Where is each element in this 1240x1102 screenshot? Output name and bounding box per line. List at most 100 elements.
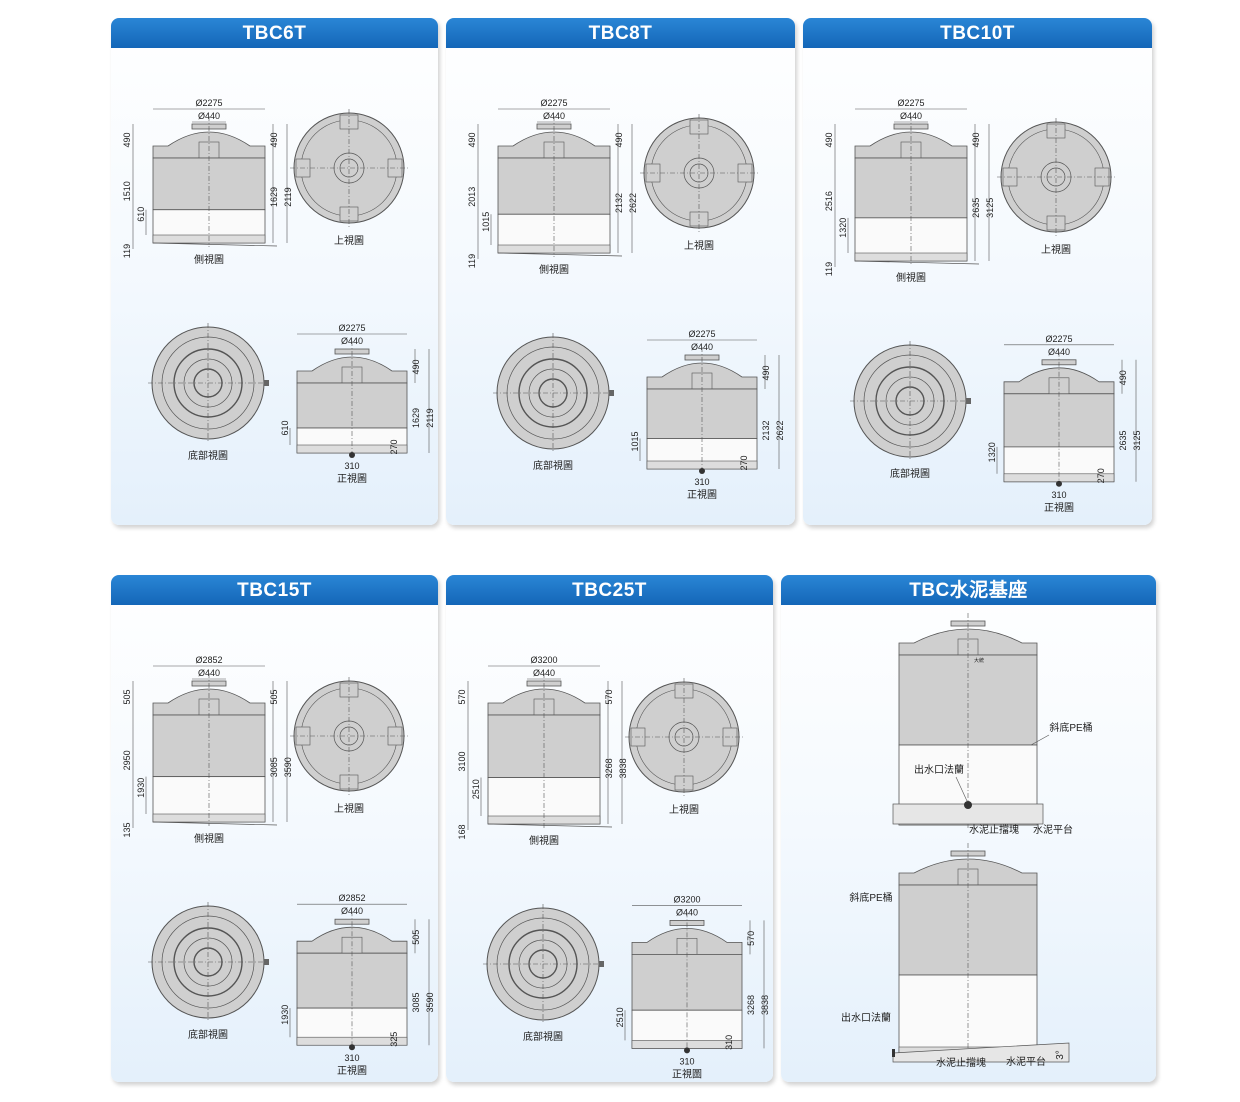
dimension-label: 1510 — [122, 181, 132, 201]
dimension-label: 325 — [389, 1032, 399, 1047]
bottom-view-caption: 底部視圖 — [188, 1028, 228, 1041]
front-view-caption: 正視圖 — [337, 1064, 367, 1077]
front-view-caption: 正視圖 — [337, 472, 367, 485]
side-view-caption: 側視圖 — [194, 832, 224, 845]
pe-tank-label: 斜底PE桶 — [849, 891, 892, 904]
dimension-label: Ø3200 — [673, 894, 700, 904]
outlet-flange-icon — [964, 801, 972, 809]
dimension-label: 610 — [280, 420, 290, 435]
slope-angle-label: 3° — [1055, 1050, 1066, 1060]
bottom-view-caption: 底部視圖 — [188, 449, 228, 462]
dimension-label: 3268 — [746, 995, 756, 1015]
dimension-label: 3125 — [1132, 430, 1142, 450]
dimension-label: 2510 — [471, 779, 481, 799]
top-view-caption: 上視圖 — [1041, 243, 1071, 256]
dimension-label: 3838 — [760, 995, 770, 1015]
dimension-label: 310 — [344, 461, 359, 471]
dimension-label: 270 — [389, 439, 399, 454]
dimension-label: 505 — [411, 930, 421, 945]
dimension-label: 2516 — [824, 191, 834, 211]
outlet-icon — [609, 390, 614, 396]
pe-tank-label: 斜底PE桶 — [1049, 721, 1092, 734]
panel-title: TBC水泥基座 — [781, 575, 1156, 605]
dimension-label: Ø3200 — [530, 655, 557, 665]
outlet-icon — [1056, 480, 1062, 487]
outlet-icon — [599, 961, 604, 967]
dimension-label: 490 — [1118, 370, 1128, 385]
leader-line — [955, 776, 968, 802]
dimension-label: 3085 — [269, 757, 279, 777]
bottom-view-caption: 底部視圖 — [533, 459, 573, 472]
panel-cement-base: TBC水泥基座大統斜底PE桶出水口法蘭水泥止擋塊水泥平台斜底PE桶出水口法蘭水泥… — [781, 575, 1156, 1082]
dimension-label: Ø2275 — [688, 329, 715, 339]
dimension-label: 610 — [136, 207, 146, 222]
dimension-label: 2635 — [971, 198, 981, 218]
outlet-icon — [264, 959, 269, 965]
dimension-label: 3590 — [425, 992, 435, 1012]
dimension-label: 119 — [467, 254, 477, 268]
dimension-label: 3125 — [985, 198, 995, 218]
front-view-caption: 正視圖 — [672, 1067, 702, 1080]
panel-title: TBC6T — [111, 18, 438, 48]
top-view-caption: 上視圖 — [334, 234, 364, 247]
top-view-caption: 上視圖 — [334, 802, 364, 815]
dimension-label: 3590 — [283, 757, 293, 777]
top-view-caption: 上視圖 — [669, 803, 699, 816]
dimension-label: Ø2275 — [897, 98, 924, 108]
dimension-label: 1930 — [280, 1005, 290, 1025]
dimension-label: 2119 — [425, 408, 435, 427]
panel-title: TBC10T — [803, 18, 1152, 48]
dimension-label: 119 — [824, 262, 834, 276]
dimension-label: 1320 — [838, 218, 848, 238]
panel-title: TBC25T — [446, 575, 773, 605]
dimension-label: 135 — [122, 822, 132, 837]
dimension-label: Ø2852 — [195, 655, 222, 665]
panel-title: TBC8T — [446, 18, 795, 48]
side-view-caption: 側視圖 — [539, 263, 569, 276]
sloped-base — [487, 823, 613, 828]
outlet-icon — [349, 452, 355, 458]
dimension-label: 270 — [1096, 468, 1106, 483]
dimension-label: 2635 — [1118, 430, 1128, 450]
panel-title: TBC15T — [111, 575, 438, 605]
side-view-caption: 側視圖 — [529, 834, 559, 847]
front-view-caption: 正視圖 — [1044, 501, 1074, 514]
dimension-label: 505 — [122, 689, 132, 704]
side-view-caption: 側視圖 — [896, 271, 926, 284]
dimension-label: 1015 — [481, 212, 491, 232]
dimension-label: 1930 — [136, 778, 146, 798]
bottom-view-caption: 底部視圖 — [523, 1030, 563, 1043]
dimension-label: 3268 — [604, 758, 614, 778]
top-view-caption: 上視圖 — [684, 239, 714, 252]
dimension-label: Ø2275 — [338, 323, 365, 333]
dimension-label: 2013 — [467, 187, 477, 207]
dimension-label: 310 — [1051, 490, 1066, 500]
platform-label: 水泥平台 — [1033, 823, 1073, 836]
outlet-flange-label: 出水口法蘭 — [841, 1011, 891, 1024]
outlet-icon — [966, 398, 971, 404]
dimension-label: 2132 — [761, 420, 771, 440]
dimension-label: 570 — [457, 689, 467, 704]
outlet-flange-label: 出水口法蘭 — [914, 763, 964, 776]
platform-label: 水泥平台 — [1006, 1055, 1046, 1068]
dimension-label: 490 — [614, 132, 624, 147]
sloped-base — [497, 252, 623, 257]
dimension-label: 1629 — [411, 408, 421, 428]
dimension-label: 310 — [679, 1056, 694, 1066]
dimension-label: 2510 — [615, 1007, 625, 1027]
dimension-label: 310 — [694, 477, 709, 487]
dimension-label: 490 — [824, 132, 834, 147]
dimension-label: 3100 — [457, 751, 467, 771]
dimension-label: 1629 — [269, 187, 279, 207]
cement-base-drawing: 大統斜底PE桶出水口法蘭水泥止擋塊水泥平台斜底PE桶出水口法蘭水泥止擋塊水泥平台… — [841, 613, 1093, 1069]
dimension-label: 1015 — [630, 431, 640, 451]
front-view-caption: 正視圖 — [687, 488, 717, 501]
dimension-label: 2950 — [122, 750, 132, 770]
dimension-label: 3085 — [411, 992, 421, 1012]
